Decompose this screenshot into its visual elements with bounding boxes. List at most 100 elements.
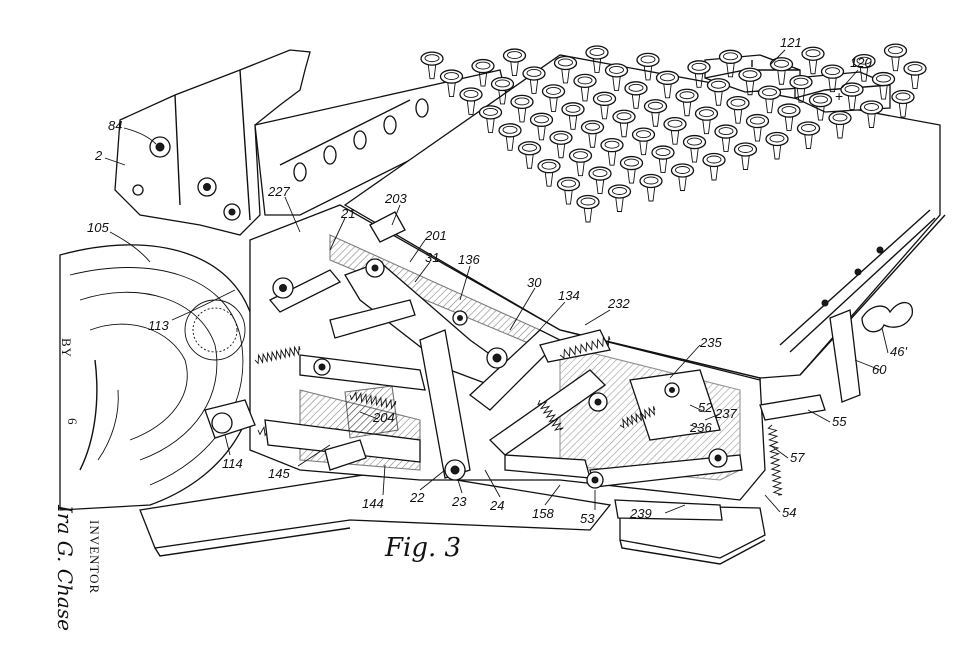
key-button (490, 76, 515, 105)
key-button (820, 64, 845, 93)
key-button (765, 131, 789, 160)
key-button (663, 117, 687, 145)
key-button (553, 55, 578, 84)
key-button (859, 100, 884, 128)
lever-linkage (268, 211, 913, 489)
key-button (687, 60, 711, 88)
key-button (478, 105, 503, 133)
inventor-signature: Ira G. Chase (53, 504, 77, 631)
coil-spring (254, 345, 301, 365)
key-button (471, 58, 495, 87)
ref-84: 84 (108, 118, 122, 133)
key-button (522, 66, 546, 94)
key-button (643, 99, 668, 127)
key-button (459, 87, 483, 115)
figure-caption: Fig. 3 (384, 533, 461, 563)
key-button (541, 84, 566, 112)
ref-201: 201 (424, 228, 447, 243)
ref-52: 52 (698, 400, 713, 415)
key-button (600, 138, 624, 166)
key-button (903, 61, 927, 90)
ref-235: 235 (699, 335, 722, 350)
key-button (619, 155, 644, 184)
key-button (738, 67, 762, 96)
leader-lines (104, 49, 889, 514)
key-button (883, 43, 908, 72)
side-inventor: INVENTOR (87, 520, 102, 594)
coil-spring (767, 424, 783, 496)
key-button (529, 112, 554, 141)
ref-57: 57 (790, 450, 805, 465)
key-button (682, 134, 707, 163)
key-button (871, 71, 896, 100)
side-mark: 6 (65, 418, 80, 426)
key-button (718, 49, 743, 78)
key-button (777, 103, 801, 132)
ref-204: 204 (372, 410, 395, 425)
key-button (568, 148, 593, 177)
key-button (702, 152, 726, 181)
key-button (714, 124, 738, 153)
ref-120: 120 (850, 55, 872, 70)
ref-22: 22 (409, 490, 425, 505)
key-button (537, 159, 561, 187)
key-button (670, 163, 695, 191)
key-button (757, 85, 782, 114)
key-button (891, 89, 915, 118)
side-housing (114, 49, 511, 236)
coil-spring (619, 406, 656, 429)
key-button (498, 123, 522, 151)
key-button (592, 91, 617, 120)
key-button (694, 106, 719, 135)
ref-239: 239 (629, 506, 652, 521)
key-button (840, 82, 864, 111)
ref-54: 54 (782, 505, 796, 520)
key-button (789, 75, 813, 103)
ref-144: 144 (362, 496, 384, 511)
key-button (655, 70, 680, 99)
key-button (726, 96, 750, 124)
side-by: BY (59, 338, 74, 358)
ref-2: 2 (94, 148, 103, 163)
key-button (631, 127, 656, 156)
key-button (745, 113, 770, 142)
key-button (801, 46, 825, 75)
key-button (852, 54, 876, 82)
key-button (585, 45, 609, 73)
ref-23: 23 (451, 494, 467, 509)
reference-numerals: 84 2 105 113 227 21 203 201 31 136 30 13… (87, 35, 907, 526)
key-button (502, 48, 527, 77)
ref-121: 121 (780, 35, 802, 50)
key-array (420, 43, 927, 223)
key-button (651, 145, 675, 174)
key-button (439, 69, 464, 98)
key-button (604, 63, 629, 91)
ref-134: 134 (558, 288, 580, 303)
ref-113: 113 (148, 318, 169, 333)
lower-mechanism (204, 385, 723, 521)
key-button (510, 94, 534, 123)
ref-105: 105 (87, 220, 109, 235)
ref-236: 236 (689, 420, 712, 435)
ref-31: 31 (425, 250, 439, 265)
ref-114: 114 (222, 456, 243, 471)
ref-136: 136 (458, 252, 480, 267)
key-button (636, 52, 660, 81)
key-button (580, 120, 605, 148)
side-annotations: BY 6 INVENTOR Ira G. Chase (53, 338, 102, 631)
ref-30: 30 (527, 275, 542, 290)
ref-24: 24 (489, 498, 504, 513)
ref-158: 158 (532, 506, 554, 521)
ref-53: 53 (580, 511, 595, 526)
key-button (588, 166, 612, 195)
key-button (607, 184, 632, 212)
key-button (517, 141, 542, 169)
ref-237: 237 (714, 406, 737, 421)
ref-203: 203 (384, 191, 407, 206)
ref-232: 232 (607, 296, 630, 311)
key-button (556, 176, 581, 205)
key-button (576, 194, 600, 223)
drive-wheel (59, 244, 259, 511)
coil-spring (559, 336, 611, 359)
